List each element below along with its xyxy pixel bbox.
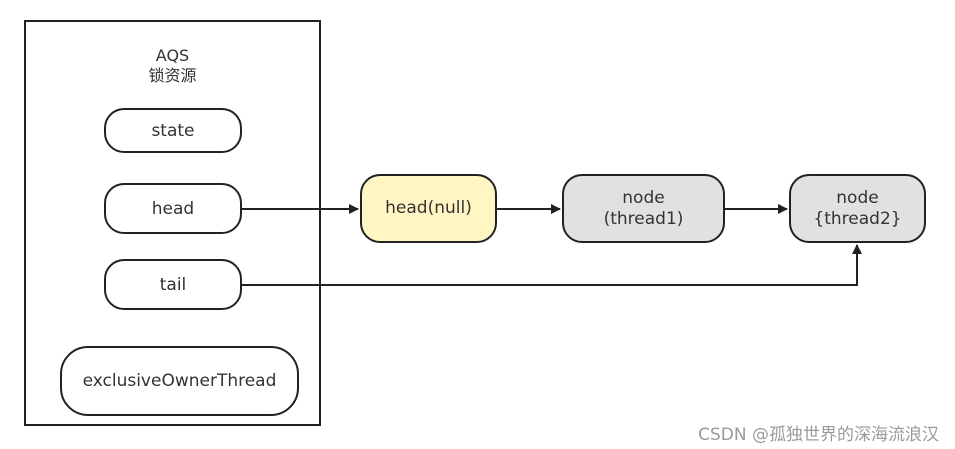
queue-node-thread1-line1: node	[622, 187, 665, 208]
queue-head-node: head(null)	[360, 174, 497, 243]
queue-node-thread2-line1: node	[836, 187, 879, 208]
aqs-subtitle-text: 锁资源	[148, 66, 197, 85]
aqs-container	[24, 20, 321, 426]
field-state-label: state	[151, 120, 195, 141]
field-head: head	[104, 183, 242, 234]
queue-node-thread2: node {thread2}	[789, 174, 926, 243]
field-tail-label: tail	[159, 274, 187, 295]
field-tail: tail	[104, 259, 242, 310]
watermark: CSDN @孤独世界的深海流浪汉	[698, 425, 939, 445]
aqs-title-text: AQS	[155, 46, 190, 65]
field-head-label: head	[151, 198, 195, 219]
field-state: state	[104, 108, 242, 153]
queue-head-node-label: head(null)	[385, 198, 472, 218]
arrow-tail-to-node2	[242, 244, 862, 286]
field-exclusive-owner-thread: exclusiveOwnerThread	[60, 346, 299, 416]
queue-node-thread2-line2: {thread2}	[813, 208, 902, 229]
queue-node-thread1: node (thread1)	[562, 174, 725, 243]
field-exclusive-owner-thread-label: exclusiveOwnerThread	[82, 371, 277, 391]
queue-node-thread1-line2: (thread1)	[603, 208, 684, 229]
aqs-title: AQS 锁资源	[24, 46, 321, 86]
